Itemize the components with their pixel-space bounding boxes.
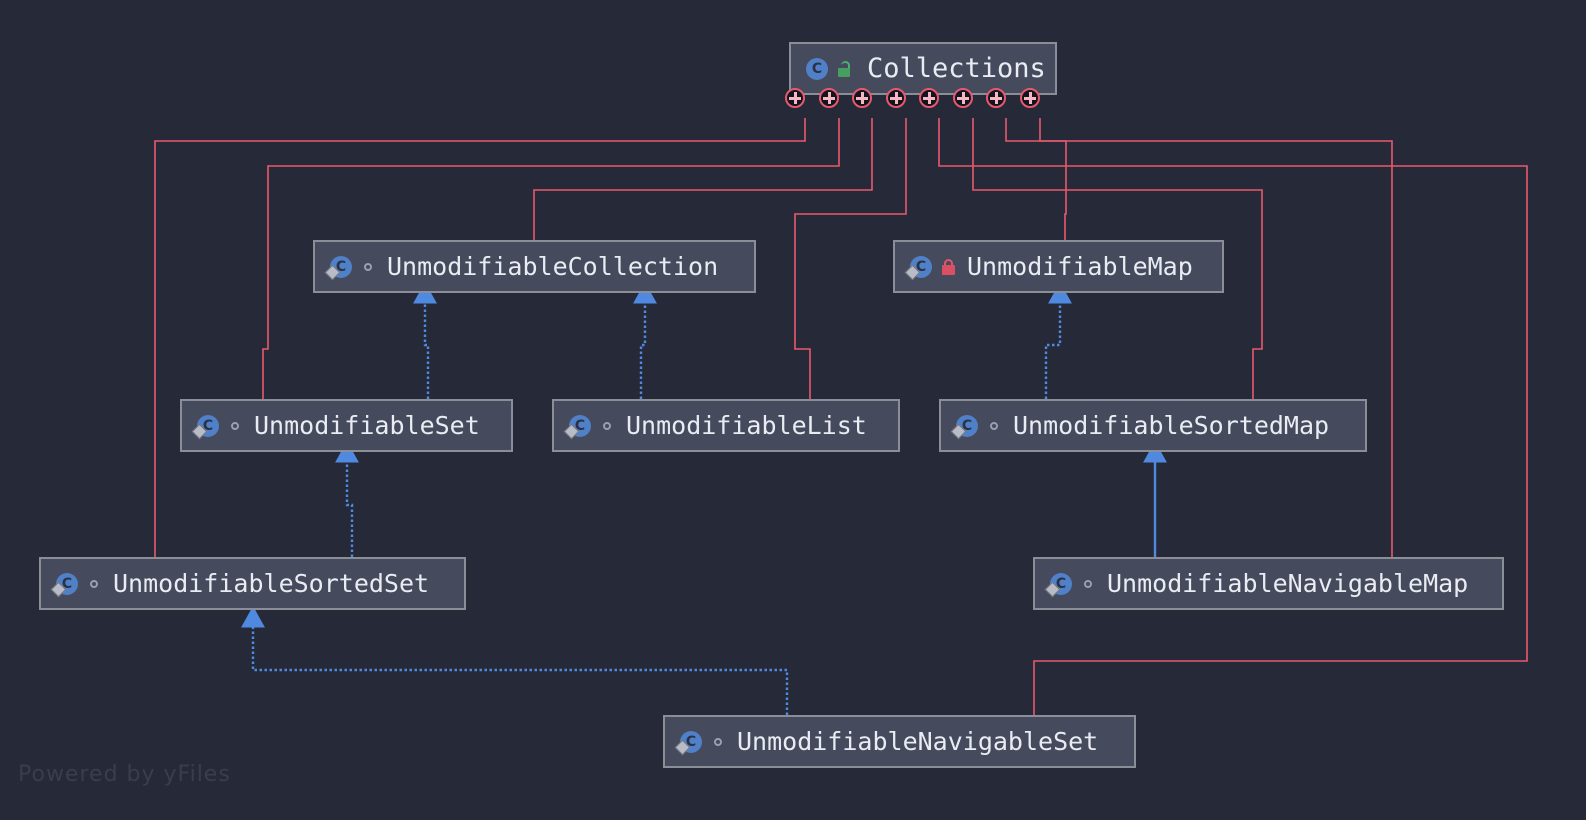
uml-class-node-unmodifiable-sorted-set[interactable]: C UnmodifiableSortedSet — [39, 557, 466, 610]
yfiles-watermark: Powered by yFiles — [18, 762, 231, 787]
class-name-label: UnmodifiableCollection — [387, 252, 719, 281]
package-private-ring-icon — [87, 576, 103, 592]
package-private-ring-icon — [711, 734, 727, 750]
inheritance-edge[interactable] — [335, 441, 359, 557]
containment-port-icon[interactable] — [819, 88, 839, 108]
class-name-label: UnmodifiableSortedSet — [113, 569, 430, 598]
uml-class-node-unmodifiable-collection[interactable]: C UnmodifiableCollection — [313, 240, 756, 293]
uml-class-node-unmodifiable-navigable-set[interactable]: C UnmodifiableNavigableSet — [663, 715, 1136, 768]
inheritance-edge[interactable] — [241, 606, 789, 715]
inheritance-edge[interactable] — [633, 282, 657, 399]
containment-edge[interactable] — [154, 118, 806, 557]
containment-port-icon[interactable] — [986, 88, 1006, 108]
containment-edge-group — [154, 118, 1528, 715]
uml-class-node-unmodifiable-navigable-map[interactable]: C UnmodifiableNavigableMap — [1033, 557, 1504, 610]
class-name-label: Collections — [867, 53, 1046, 84]
class-name-label: UnmodifiableSet — [254, 411, 480, 440]
containment-edge[interactable] — [972, 118, 1263, 399]
class-icon: C — [1044, 571, 1073, 597]
package-private-ring-icon — [228, 418, 244, 434]
private-locked-padlock-icon — [941, 258, 957, 275]
class-icon: C — [904, 254, 933, 280]
containment-edge[interactable] — [938, 118, 1528, 715]
class-name-label: UnmodifiableSortedMap — [1013, 411, 1330, 440]
class-icon: C — [324, 254, 353, 280]
containment-port-icon[interactable] — [953, 88, 973, 108]
class-name-label: UnmodifiableMap — [967, 252, 1193, 281]
class-icon: C — [563, 413, 592, 439]
containment-edge[interactable] — [794, 118, 907, 399]
containment-port-icon[interactable] — [886, 88, 906, 108]
class-icon: C — [803, 56, 829, 82]
class-name-label: UnmodifiableNavigableMap — [1107, 569, 1469, 598]
uml-class-node-unmodifiable-list[interactable]: C UnmodifiableList — [552, 399, 900, 452]
public-unlocked-padlock-icon — [837, 60, 855, 77]
package-private-ring-icon — [987, 418, 1003, 434]
containment-edge[interactable] — [1005, 118, 1067, 240]
uml-class-node-unmodifiable-set[interactable]: C UnmodifiableSet — [180, 399, 513, 452]
uml-class-node-unmodifiable-sorted-map[interactable]: C UnmodifiableSortedMap — [939, 399, 1367, 452]
class-name-label: UnmodifiableNavigableSet — [737, 727, 1099, 756]
containment-edge[interactable] — [262, 118, 840, 399]
containment-port-icon[interactable] — [785, 88, 805, 108]
class-icon: C — [950, 413, 979, 439]
containment-port-icon[interactable] — [1020, 88, 1040, 108]
containment-port-icon[interactable] — [919, 88, 939, 108]
containment-edge[interactable] — [533, 118, 873, 240]
package-private-ring-icon — [361, 259, 377, 275]
uml-class-node-unmodifiable-map[interactable]: C UnmodifiableMap — [893, 240, 1224, 293]
package-private-ring-icon — [600, 418, 616, 434]
inheritance-edge[interactable] — [1044, 282, 1072, 399]
containment-edge[interactable] — [1039, 118, 1393, 557]
inheritance-edge-group — [241, 282, 1167, 715]
class-icon: C — [50, 571, 79, 597]
package-private-ring-icon — [1081, 576, 1097, 592]
class-name-label: UnmodifiableList — [626, 411, 867, 440]
inheritance-edge[interactable] — [413, 282, 437, 399]
containment-port-icon[interactable] — [852, 88, 872, 108]
uml-class-node-collections[interactable]: C Collections — [789, 42, 1057, 95]
class-icon: C — [674, 729, 703, 755]
class-icon: C — [191, 413, 220, 439]
